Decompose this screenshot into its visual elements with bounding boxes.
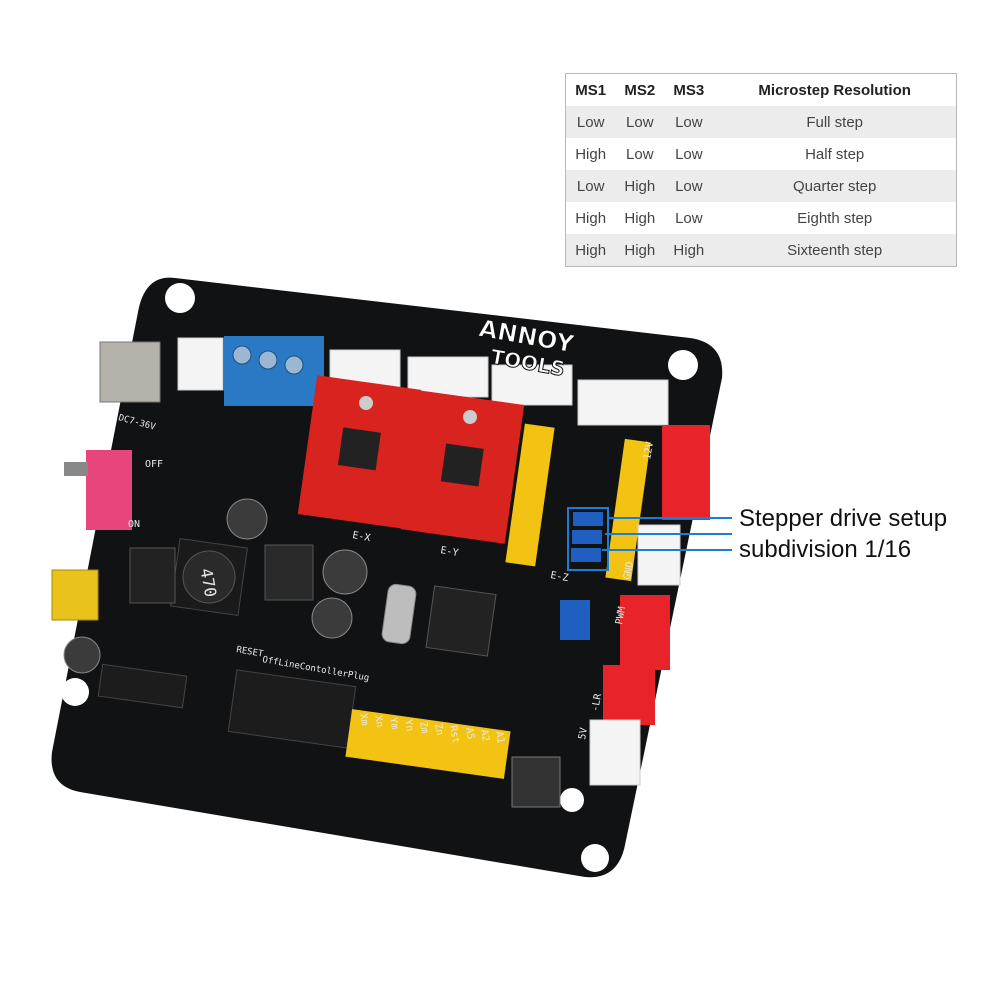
- table-header-row: MS1 MS2 MS3 Microstep Resolution: [565, 73, 957, 106]
- label-gnd: GND: [622, 561, 636, 581]
- usb-connector: [51, 569, 99, 621]
- mount-hole: [581, 844, 609, 872]
- driver-header-z2: [605, 438, 651, 582]
- capacitors: [63, 498, 368, 674]
- label-lr: -LR: [590, 692, 604, 713]
- mount-hole: [560, 788, 584, 812]
- cell: Low: [664, 202, 714, 234]
- cell: Quarter step: [713, 170, 957, 202]
- stepper-driver-y: [400, 390, 525, 544]
- pin-label: A5: [463, 727, 476, 741]
- label-5v: 5V: [577, 727, 590, 741]
- label-ex: E-X: [351, 530, 371, 544]
- bottom-pins: [511, 756, 561, 808]
- mount-hole: [61, 678, 89, 706]
- table-row: Low Low Low Full step: [565, 106, 957, 138]
- pin-label: Xn: [372, 715, 385, 729]
- cell: Full step: [713, 106, 957, 138]
- pin-label: Ym: [387, 717, 400, 731]
- cell: High: [615, 170, 665, 202]
- mount-hole: [165, 283, 195, 313]
- callout-stepper-setup: Stepper drive setup: [739, 505, 948, 532]
- header-resolution: Microstep Resolution: [713, 73, 957, 106]
- power-terminal-block: [224, 336, 324, 406]
- header-ms1: MS1: [565, 73, 616, 106]
- header-ms3: MS3: [664, 73, 714, 106]
- regulator-chip: [264, 544, 314, 601]
- cell: High: [615, 202, 665, 234]
- cell: High: [664, 234, 714, 267]
- table-row: High Low Low Half step: [565, 138, 957, 170]
- cell: High: [615, 234, 665, 267]
- signal-header: [345, 709, 511, 779]
- cell: High: [565, 138, 616, 170]
- driver-header-z: [505, 423, 555, 567]
- stepper-driver-x: [297, 375, 422, 529]
- label-ey: E-Y: [439, 545, 459, 559]
- side-header: [97, 663, 188, 709]
- cell: Low: [615, 138, 665, 170]
- mcu-chip: [425, 585, 497, 657]
- cell: High: [565, 202, 616, 234]
- crystal: [381, 583, 417, 645]
- dc-jack: [99, 341, 161, 403]
- cell: Low: [664, 170, 714, 202]
- cell: Sixteenth step: [713, 234, 957, 267]
- label-12v: 12V: [642, 441, 656, 461]
- table-row: High High Low Eighth step: [565, 202, 957, 234]
- cell: High: [565, 234, 616, 267]
- power-switch: [64, 450, 132, 530]
- cell: Half step: [713, 138, 957, 170]
- cell: Low: [664, 106, 714, 138]
- inductor: 470: [170, 538, 248, 616]
- top-connectors: [177, 337, 669, 426]
- laser-jumper: [560, 600, 590, 640]
- label-ez: E-Z: [549, 570, 569, 584]
- pin-label: A1: [493, 731, 506, 745]
- label-off: OFF: [145, 459, 163, 470]
- label-reset: RESET: [235, 645, 264, 660]
- callout-lines: [602, 517, 732, 551]
- label-on: ON: [128, 519, 140, 530]
- pin-label: Xm: [357, 713, 370, 727]
- cell: Low: [615, 106, 665, 138]
- pin-label: Yn: [402, 719, 415, 733]
- usb-chip: [129, 547, 176, 604]
- microstep-table: MS1 MS2 MS3 Microstep Resolution Low Low…: [565, 73, 957, 267]
- cell: Low: [664, 138, 714, 170]
- table-row: Low High Low Quarter step: [565, 170, 957, 202]
- pin-label: Zm: [417, 721, 430, 735]
- cell: Low: [565, 170, 616, 202]
- cell: Eighth step: [713, 202, 957, 234]
- pin-label: Rst: [447, 725, 461, 745]
- pin-label: A2: [478, 729, 491, 743]
- inductor-label: 470: [197, 567, 221, 599]
- pcb-board: [51, 277, 723, 878]
- header-ms2: MS2: [615, 73, 665, 106]
- table-row: High High High Sixteenth step: [565, 234, 957, 267]
- callout-subdivision: subdivision 1/16: [739, 536, 912, 563]
- pin-label: Zn: [432, 723, 445, 737]
- cell: Low: [565, 106, 616, 138]
- mount-hole: [668, 350, 698, 380]
- label-pwm: PWM: [614, 606, 628, 626]
- microstep-jumpers: [567, 507, 609, 571]
